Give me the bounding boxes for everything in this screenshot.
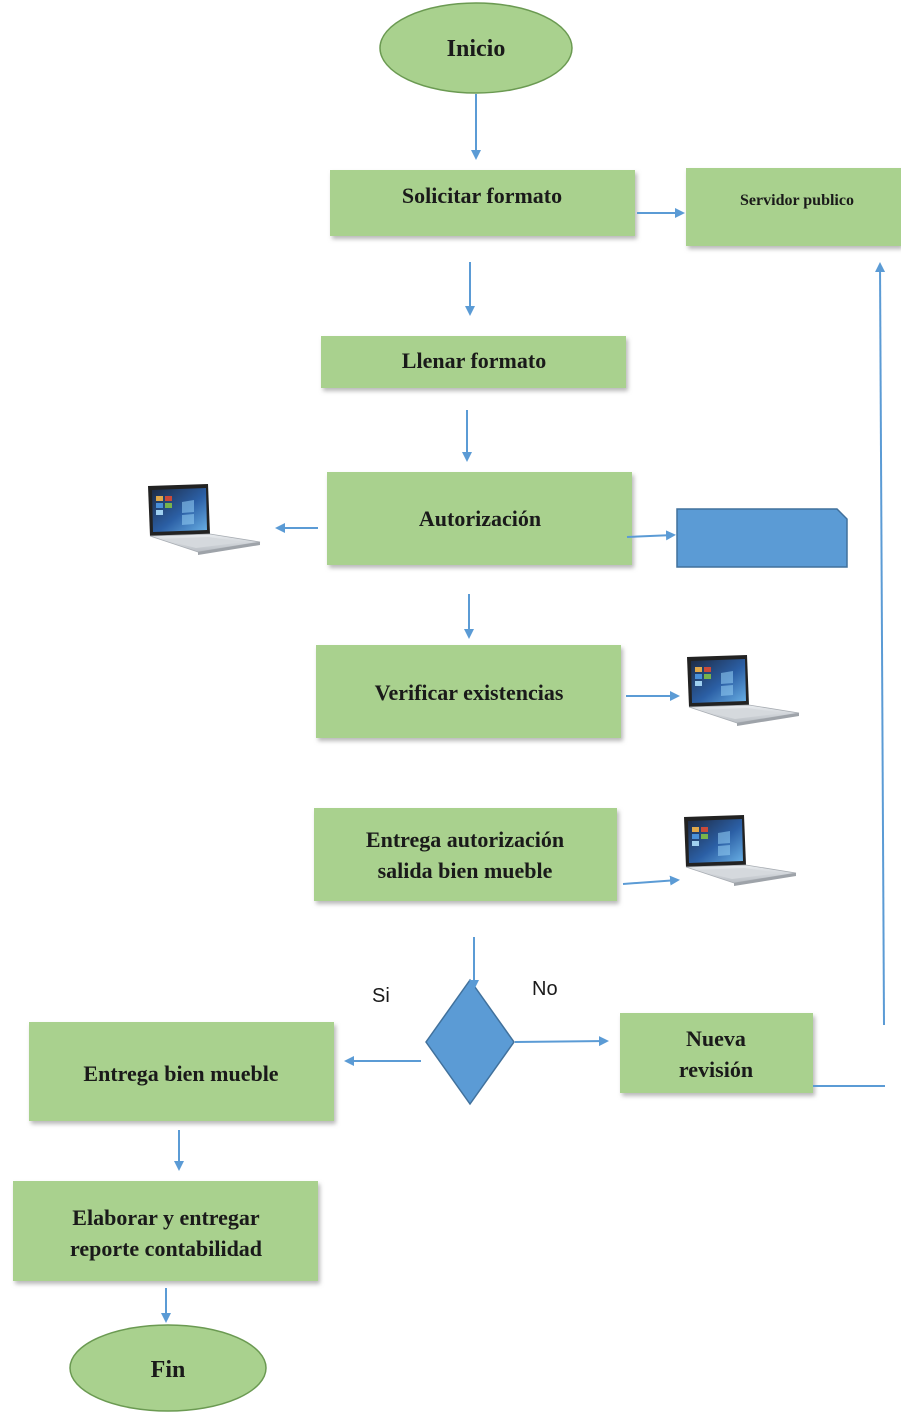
start-label: Inicio bbox=[447, 36, 506, 62]
label-no: No bbox=[532, 978, 558, 1000]
process-llenar-formato bbox=[321, 336, 626, 388]
entrega-bien-mueble-label: Entrega bien mueble bbox=[83, 1061, 278, 1086]
arrow-autorizacion-document bbox=[626, 530, 676, 541]
entrega-autorizacion-label-line2: salida bien mueble bbox=[378, 858, 553, 883]
laptop-icon bbox=[686, 654, 800, 727]
decision-diamond bbox=[425, 978, 515, 1106]
process-elaborar-reporte bbox=[13, 1181, 318, 1281]
laptop-icon bbox=[147, 483, 261, 556]
end-terminal bbox=[69, 1324, 267, 1412]
elaborar-reporte-label-line2: reporte contabilidad bbox=[70, 1236, 262, 1261]
entrega-autorizacion-label-line1: Entrega autorización bbox=[366, 827, 564, 852]
nueva-revision-label-line2: revisión bbox=[679, 1057, 753, 1082]
laptop-icon bbox=[683, 814, 797, 887]
end-label: Fin bbox=[151, 1357, 186, 1383]
verificar-existencias-label: Verificar existencias bbox=[375, 680, 564, 705]
document-icon bbox=[676, 508, 848, 568]
solicitar-formato-label: Solicitar formato bbox=[402, 183, 562, 208]
arrow-entrega-laptop bbox=[622, 875, 680, 886]
servidor-publico-label: Servidor publico bbox=[740, 192, 854, 209]
process-entrega-autorizacion bbox=[314, 808, 617, 901]
arrow-return-servidor bbox=[875, 262, 886, 1026]
llenar-formato-label: Llenar formato bbox=[402, 348, 546, 373]
arrow-decision-no bbox=[514, 1036, 609, 1047]
process-solicitar-formato bbox=[330, 170, 635, 236]
process-servidor-publico bbox=[686, 168, 901, 246]
process-nueva-revision bbox=[620, 1013, 813, 1093]
start-terminal bbox=[379, 2, 573, 94]
autorizacion-label: Autorización bbox=[419, 506, 541, 531]
label-si: Si bbox=[372, 985, 390, 1007]
process-verificar-existencias bbox=[316, 645, 621, 738]
process-autorizacion bbox=[327, 472, 632, 565]
nueva-revision-label-line1: Nueva bbox=[686, 1026, 746, 1051]
elaborar-reporte-label-line1: Elaborar y entregar bbox=[72, 1205, 260, 1230]
process-entrega-bien-mueble bbox=[29, 1022, 334, 1121]
